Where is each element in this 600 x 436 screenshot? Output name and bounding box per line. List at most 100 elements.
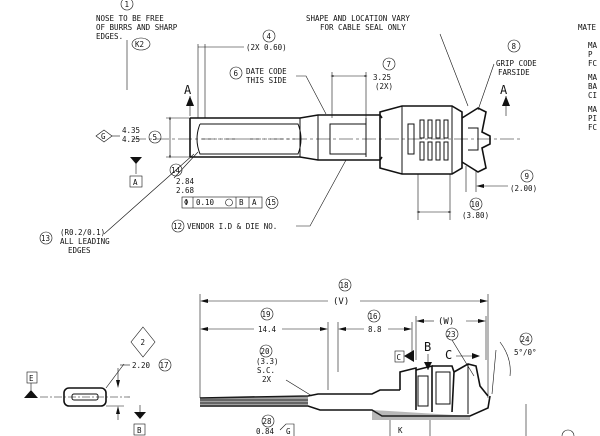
callout-28-id: 28 xyxy=(263,417,273,426)
note-6-line2: THIS SIDE xyxy=(246,76,287,85)
fcf-ref2: A xyxy=(252,198,257,207)
top-view: A A xyxy=(132,83,520,175)
edge-9: PI xyxy=(588,114,597,123)
note-8-line2: FARSIDE xyxy=(498,68,530,77)
section-b: B xyxy=(424,340,431,354)
marker-k: K xyxy=(389,404,575,436)
note-1-ref: K2 xyxy=(135,40,144,49)
note-7-line1: 3.25 xyxy=(373,73,391,82)
note-9-text: (2.00) xyxy=(510,184,537,193)
note-13-line1: (R0.2/0.1) xyxy=(60,228,105,237)
callout-28: 28 0.84 G xyxy=(256,414,295,436)
callout-5: G 4.35 4.25 5 xyxy=(95,116,190,159)
callout-7: 7 3.25 (2X) xyxy=(330,57,396,118)
callout-13: 13 (R0.2/0.1) ALL LEADING EDGES xyxy=(39,153,195,255)
end-view: E B xyxy=(24,363,146,436)
datum-e-label: E xyxy=(29,374,34,383)
datum-c-b: C B C xyxy=(394,340,480,370)
note-20-line2: S.C. xyxy=(257,366,275,375)
callout-6-id: 6 xyxy=(234,69,239,78)
callout-15-id: 15 xyxy=(267,198,276,207)
note-6-line1: DATE CODE xyxy=(246,67,287,76)
edge-6: BA xyxy=(588,82,598,91)
callout-1: 1 NOSE TO BE FREE OF BURRS AND SHARP EDG… xyxy=(96,0,178,90)
datum-a: A xyxy=(129,157,143,188)
note-13-line2: ALL LEADING xyxy=(60,237,110,246)
callout-9: 9 (2.00) xyxy=(465,166,537,193)
callout-20: 20 (3.3) S.C. 2X xyxy=(256,344,313,397)
callout-24-id: 24 xyxy=(521,335,531,344)
note-5-line1: 4.35 xyxy=(122,126,140,135)
seal-line2: FOR CABLE SEAL ONLY xyxy=(320,23,406,32)
section-a-right: A xyxy=(500,83,508,97)
note-1-line2: OF BURRS AND SHARP xyxy=(96,23,178,32)
callout-4: 4 (2X 0.60) xyxy=(197,29,287,118)
callout-24: 24 5°/0° xyxy=(491,332,537,395)
note-1-line1: NOSE TO BE FREE xyxy=(96,14,164,23)
note-16-text: 8.8 xyxy=(368,325,382,334)
callout-18: 18 (V) xyxy=(199,278,489,398)
callout-1-id: 1 xyxy=(125,0,130,9)
callout-5-id: 5 xyxy=(153,133,158,142)
note-5-line2: 4.25 xyxy=(122,135,140,144)
callout-20-id: 20 xyxy=(261,347,271,356)
datum-c-box: C xyxy=(397,353,402,362)
feature-control-frame: Φ 0.10 B A 15 xyxy=(181,196,279,209)
callout-14: 14 2.84 2.68 xyxy=(169,151,199,195)
note-20-line3: 2X xyxy=(262,375,272,384)
edge-10: FC xyxy=(588,123,597,132)
dim-w: (W) xyxy=(438,317,454,327)
callout-13-id: 13 xyxy=(41,234,50,243)
note-14-line2: 2.68 xyxy=(176,186,195,195)
callout-19: 19 14.4 xyxy=(200,307,329,390)
callout-8: 8 GRIP CODE FARSIDE xyxy=(477,39,537,111)
edge-3: P xyxy=(588,50,593,59)
note-19-text: 14.4 xyxy=(258,325,277,334)
callout-23-id: 23 xyxy=(447,330,456,339)
note-10-text: (3.80) xyxy=(462,211,489,220)
note-28-ref: G xyxy=(286,427,291,436)
note-4-text: (2X 0.60) xyxy=(246,43,287,52)
edge-1: MATE xyxy=(578,23,597,32)
side-profile xyxy=(199,363,491,420)
callout-2-id: 2 xyxy=(141,338,146,347)
note-14-line1: 2.84 xyxy=(176,177,195,186)
callout-9-id: 9 xyxy=(525,172,530,181)
note-13-line3: EDGES xyxy=(68,246,91,255)
callout-17-id: 17 xyxy=(160,361,169,370)
callout-10-id: 10 xyxy=(471,200,481,209)
material-notes: MATE MA P FC MA BA CI MA PI FC xyxy=(578,23,598,132)
edge-5: MA xyxy=(588,73,598,82)
edge-8: MA xyxy=(588,105,598,114)
note-1-line3: EDGES. xyxy=(96,32,123,41)
callout-6: 6 DATE CODE THIS SIDE xyxy=(229,66,327,115)
section-c: C xyxy=(445,348,452,362)
note-12-text: VENDOR I.D & DIE NO. xyxy=(187,222,277,231)
seal-line1: SHAPE AND LOCATION VARY xyxy=(306,14,410,23)
datum-a-label: A xyxy=(133,178,138,187)
grip-slots xyxy=(407,119,449,161)
callout-16-id: 16 xyxy=(369,312,379,321)
callout-2: 2 2.20 17 xyxy=(120,326,172,372)
note-7-line2: (2X) xyxy=(375,82,393,91)
section-a-left: A xyxy=(184,83,192,97)
fcf-symbol: Φ xyxy=(184,198,189,207)
callout-10: 10 (3.80) xyxy=(416,174,489,220)
fcf-ref1: B xyxy=(239,198,244,207)
seal-note: SHAPE AND LOCATION VARY FOR CABLE SEAL O… xyxy=(306,14,469,107)
callout-4-id: 4 xyxy=(267,32,272,41)
note-20-line1: (3.3) xyxy=(256,357,279,366)
callout-8-id: 8 xyxy=(512,42,517,51)
datum-b-label: B xyxy=(137,426,142,435)
letter-k: K xyxy=(398,426,403,435)
note-18-text: (V) xyxy=(333,297,349,307)
edge-2: MA xyxy=(588,41,598,50)
callout-18-id: 18 xyxy=(340,281,350,290)
callout-16: 16 8.8 xyxy=(337,309,413,372)
callout-12-id: 12 xyxy=(173,222,182,231)
note-24-text: 5°/0° xyxy=(514,348,537,357)
datum-g: G xyxy=(101,132,106,141)
fcf-tolerance: 0.10 xyxy=(196,198,215,207)
callout-19-id: 19 xyxy=(262,310,271,319)
